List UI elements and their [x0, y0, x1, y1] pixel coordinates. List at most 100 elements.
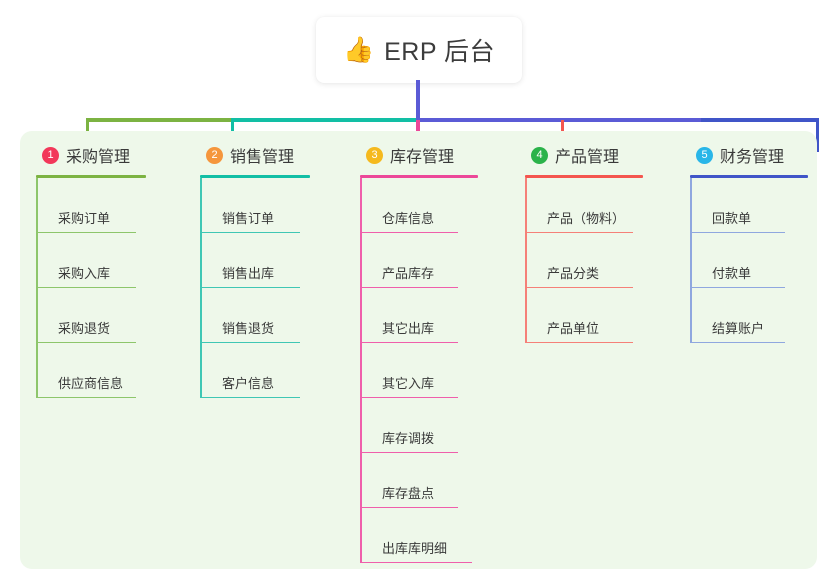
menu-item[interactable]: 产品单位	[525, 288, 685, 343]
column-header-3[interactable]: 3 库存管理	[360, 142, 520, 168]
column-badge-4: 4	[531, 146, 548, 164]
menu-item-rule	[36, 396, 136, 398]
menu-item-label: 采购退货	[58, 320, 111, 336]
branch-column-5: 5 财务管理回款单付款单结算账户	[690, 142, 839, 343]
column-badge-3: 3	[366, 146, 383, 164]
column-header-2[interactable]: 2 销售管理	[200, 142, 350, 168]
menu-item[interactable]: 供应商信息	[36, 343, 186, 398]
thumbs-up-icon: 👍	[342, 35, 375, 64]
menu-item-label: 库存盘点	[382, 485, 435, 501]
connector-root-stem	[416, 80, 420, 121]
menu-item-rule	[200, 396, 300, 398]
menu-item[interactable]: 库存调拨	[360, 398, 520, 453]
column-spine-3	[360, 178, 362, 563]
menu-item[interactable]: 结算账户	[690, 288, 839, 343]
column-title-5: 财务管理	[720, 149, 785, 166]
menu-item-label: 库存调拨	[382, 430, 435, 446]
menu-item[interactable]: 销售退货	[200, 288, 350, 343]
branch-column-4: 4 产品管理产品（物料） 产品分类产品单位	[525, 142, 685, 343]
menu-item-label: 销售订单	[222, 210, 275, 226]
menu-item-label: 销售出库	[222, 265, 275, 281]
menu-item-rule	[525, 231, 633, 233]
column-items-3: 仓库信息产品库存其它出库其它入库库存调拨库存盘点出库库明细	[360, 178, 520, 563]
menu-item-rule	[360, 231, 458, 233]
menu-item-label: 采购订单	[58, 210, 111, 226]
column-spine-4	[525, 178, 527, 343]
column-items-1: 采购订单采购入库采购退货供应商信息	[36, 178, 186, 398]
menu-item-rule	[36, 286, 136, 288]
connector-bus-green	[86, 118, 233, 122]
column-header-1[interactable]: 1 采购管理	[36, 142, 186, 168]
menu-item-rule	[360, 341, 458, 343]
column-header-rule-5	[690, 175, 808, 178]
column-title-2: 销售管理	[230, 149, 295, 166]
menu-item-label: 客户信息	[222, 375, 275, 391]
menu-item[interactable]: 付款单	[690, 233, 839, 288]
branch-column-2: 2 销售管理销售订单销售出库销售退货客户信息	[200, 142, 350, 398]
column-items-5: 回款单付款单结算账户	[690, 178, 839, 343]
column-header-5[interactable]: 5 财务管理	[690, 142, 839, 168]
menu-item-rule	[360, 286, 458, 288]
menu-item-rule	[200, 286, 300, 288]
menu-item-rule	[360, 451, 458, 453]
menu-item-rule	[36, 341, 136, 343]
root-node-card[interactable]: 👍 ERP 后台	[316, 17, 522, 83]
branch-column-3: 3 库存管理仓库信息产品库存其它出库其它入库库存调拨库存盘点出库库明细	[360, 142, 520, 563]
diagram-panel	[20, 131, 817, 569]
menu-item[interactable]: 其它入库	[360, 343, 520, 398]
column-spine-5	[690, 178, 692, 343]
menu-item-rule	[360, 396, 458, 398]
branch-column-1: 1 采购管理采购订单采购入库采购退货供应商信息	[36, 142, 186, 398]
menu-item-rule	[690, 341, 785, 343]
menu-item[interactable]: 客户信息	[200, 343, 350, 398]
menu-item-rule	[525, 341, 633, 343]
column-title-1: 采购管理	[66, 149, 131, 166]
menu-item[interactable]: 销售订单	[200, 178, 350, 233]
menu-item-label: 付款单	[712, 265, 752, 281]
menu-item-label: 产品（物料）	[547, 210, 626, 226]
menu-item[interactable]: 销售出库	[200, 233, 350, 288]
column-title-3: 库存管理	[390, 149, 455, 166]
menu-item[interactable]: 库存盘点	[360, 453, 520, 508]
column-badge-2: 2	[206, 146, 223, 164]
menu-item[interactable]: 采购入库	[36, 233, 186, 288]
menu-item-label: 供应商信息	[58, 375, 124, 391]
menu-item[interactable]: 仓库信息	[360, 178, 520, 233]
connector-bus-blue	[701, 118, 819, 122]
column-header-4[interactable]: 4 产品管理	[525, 142, 685, 168]
menu-item-rule	[200, 231, 300, 233]
menu-item[interactable]: 产品分类	[525, 233, 685, 288]
menu-item[interactable]: 回款单	[690, 178, 839, 233]
menu-item-rule	[200, 341, 300, 343]
menu-item-label: 其它出库	[382, 320, 435, 336]
menu-item[interactable]: 出库库明细	[360, 508, 520, 563]
column-header-rule-1	[36, 175, 146, 178]
connector-bus-teal	[231, 118, 418, 122]
menu-item-label: 其它入库	[382, 375, 435, 391]
column-spine-1	[36, 178, 38, 398]
menu-item-label: 仓库信息	[382, 210, 435, 226]
menu-item-label: 产品单位	[547, 320, 600, 336]
menu-item-label: 采购入库	[58, 265, 111, 281]
menu-item[interactable]: 其它出库	[360, 288, 520, 343]
menu-item[interactable]: 采购退货	[36, 288, 186, 343]
column-header-rule-3	[360, 175, 478, 178]
column-badge-5: 5	[696, 146, 713, 164]
menu-item[interactable]: 产品库存	[360, 233, 520, 288]
column-header-rule-4	[525, 175, 643, 178]
menu-item-rule	[690, 286, 785, 288]
column-title-4: 产品管理	[555, 149, 620, 166]
connector-bus-indigo	[416, 118, 703, 122]
menu-item-label: 出库库明细	[382, 540, 448, 556]
menu-item-label: 产品分类	[547, 265, 600, 281]
column-badge-1: 1	[42, 146, 59, 164]
column-spine-2	[200, 178, 202, 398]
menu-item-rule	[360, 506, 458, 508]
column-items-2: 销售订单销售出库销售退货客户信息	[200, 178, 350, 398]
menu-item[interactable]: 采购订单	[36, 178, 186, 233]
menu-item[interactable]: 产品（物料）	[525, 178, 685, 233]
column-header-rule-2	[200, 175, 310, 178]
menu-item-label: 回款单	[712, 210, 752, 226]
menu-item-label: 销售退货	[222, 320, 275, 336]
column-items-4: 产品（物料） 产品分类产品单位	[525, 178, 685, 343]
